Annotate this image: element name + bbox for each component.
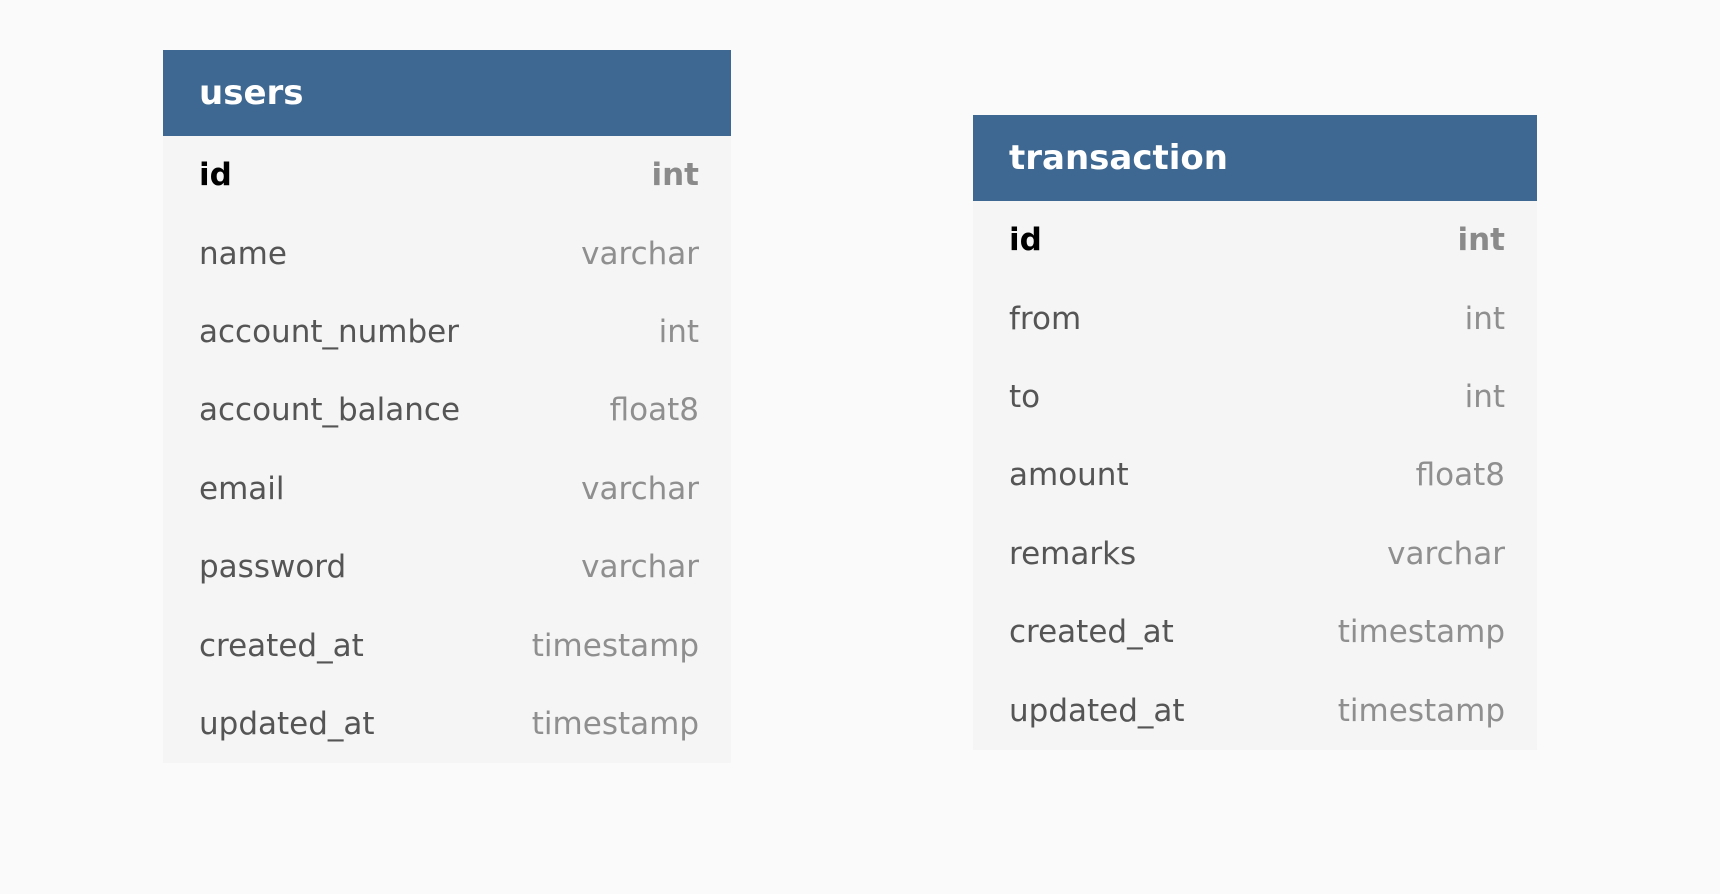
- field-row-id[interactable]: id int: [973, 201, 1537, 279]
- field-type: timestamp: [531, 705, 699, 742]
- field-name: from: [1009, 300, 1082, 337]
- field-type: timestamp: [531, 627, 699, 664]
- field-row-id[interactable]: id int: [163, 136, 731, 214]
- field-row-account-number[interactable]: account_number int: [163, 293, 731, 371]
- field-name: email: [199, 470, 285, 507]
- field-type: float8: [1415, 457, 1505, 494]
- field-row-created-at[interactable]: created_at timestamp: [163, 606, 731, 684]
- field-type: varchar: [1387, 535, 1505, 572]
- field-row-amount[interactable]: amount float8: [973, 436, 1537, 514]
- field-type: timestamp: [1337, 614, 1505, 651]
- field-name: password: [199, 549, 347, 586]
- field-name: id: [1009, 222, 1042, 259]
- field-type: varchar: [581, 549, 699, 586]
- field-type: varchar: [581, 235, 699, 272]
- field-type: timestamp: [1337, 692, 1505, 729]
- field-row-account-balance[interactable]: account_balance float8: [163, 371, 731, 449]
- field-type: int: [658, 313, 699, 350]
- table-header[interactable]: users: [163, 50, 731, 136]
- field-name: created_at: [1009, 614, 1174, 651]
- field-row-created-at[interactable]: created_at timestamp: [973, 593, 1537, 671]
- field-type: int: [1464, 300, 1505, 337]
- field-type: int: [651, 157, 699, 194]
- field-name: updated_at: [199, 705, 375, 742]
- field-row-from[interactable]: from int: [973, 279, 1537, 357]
- table-transaction[interactable]: transaction id int from int to int amoun…: [973, 115, 1537, 750]
- field-type: varchar: [581, 470, 699, 507]
- field-type: int: [1464, 378, 1505, 415]
- field-row-updated-at[interactable]: updated_at timestamp: [163, 685, 731, 763]
- field-type: int: [1457, 222, 1505, 259]
- field-name: created_at: [199, 627, 364, 664]
- field-name: id: [199, 157, 232, 194]
- field-name: updated_at: [1009, 692, 1185, 729]
- field-name: name: [199, 235, 287, 272]
- field-name: account_number: [199, 313, 459, 350]
- field-row-to[interactable]: to int: [973, 358, 1537, 436]
- field-row-password[interactable]: password varchar: [163, 528, 731, 606]
- field-row-remarks[interactable]: remarks varchar: [973, 515, 1537, 593]
- field-row-updated-at[interactable]: updated_at timestamp: [973, 671, 1537, 749]
- field-row-email[interactable]: email varchar: [163, 450, 731, 528]
- field-name: account_balance: [199, 392, 461, 429]
- field-name: amount: [1009, 457, 1129, 494]
- field-row-name[interactable]: name varchar: [163, 214, 731, 292]
- table-users[interactable]: users id int name varchar account_number…: [163, 50, 731, 764]
- field-type: float8: [609, 392, 699, 429]
- field-name: to: [1009, 378, 1041, 415]
- table-header[interactable]: transaction: [973, 115, 1537, 201]
- field-name: remarks: [1009, 535, 1137, 572]
